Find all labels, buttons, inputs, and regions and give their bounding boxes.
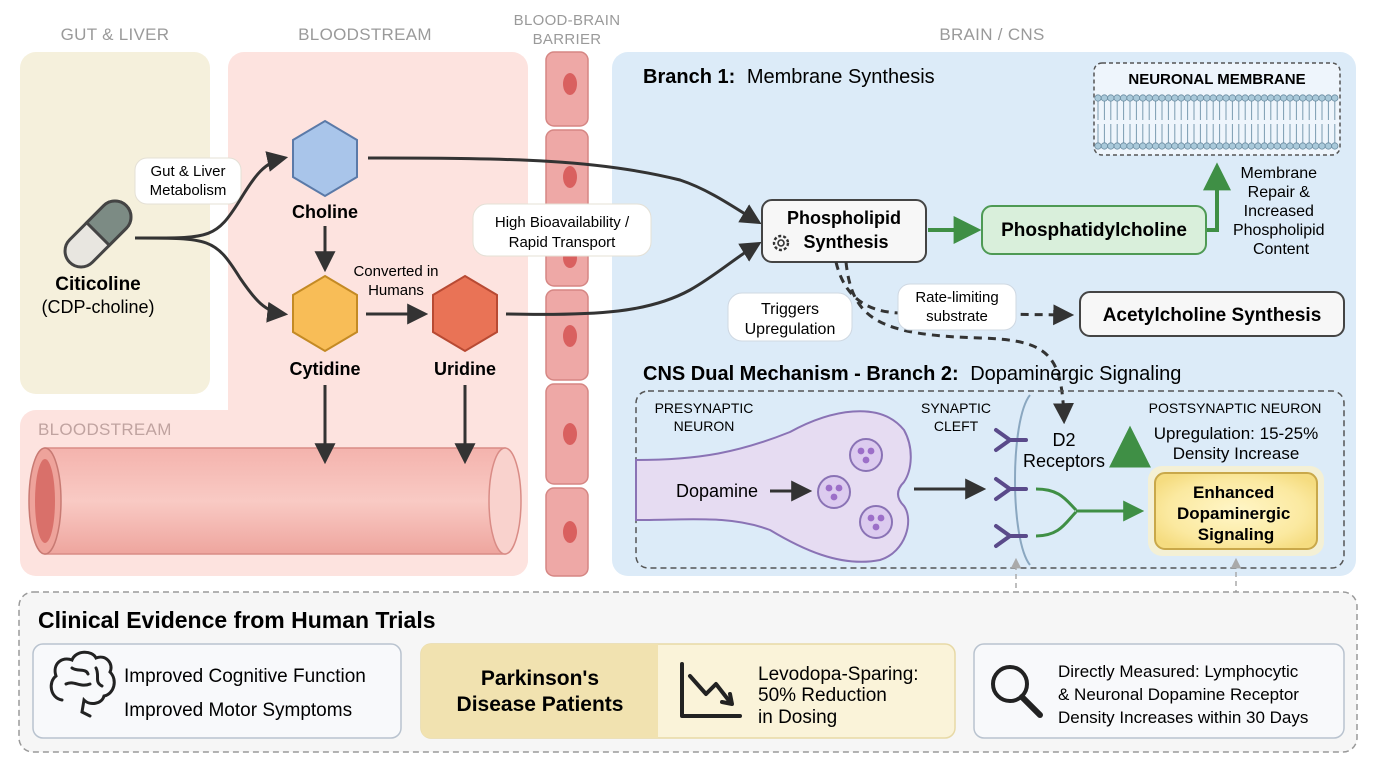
- phospholipid-synthesis-box: [761, 199, 927, 263]
- branch2-title: CNS Dual Mechanism - Branch 2: Dopaminer…: [643, 363, 1181, 385]
- parkinsons-highlight: [421, 644, 658, 738]
- measured-card: [973, 643, 1345, 739]
- arrow-to-membrane: [1203, 162, 1231, 232]
- branch1-title-bold: Branch 1:: [643, 66, 735, 88]
- d2-receptor-icons: [994, 428, 1028, 548]
- synaptic-cleft-label: CLEFT: [934, 418, 979, 434]
- brain-icon: [49, 650, 116, 718]
- phosphatidylcholine-box: [981, 205, 1207, 255]
- outcomes-card: [32, 643, 402, 739]
- acetylcholine-box: [1079, 291, 1345, 337]
- zone-label-bbb: BARRIER: [533, 31, 602, 48]
- branch2-title-rest: Dopaminergic Signaling: [970, 363, 1181, 385]
- presynaptic-label: PRESYNAPTIC: [655, 400, 754, 416]
- gut-metabolism-badge: [134, 157, 242, 205]
- measured-text: Directly Measured: Lymphocytic & Neurona…: [1058, 662, 1308, 727]
- cytidine-hexagon: [292, 274, 358, 353]
- bloodstream-arrows: [134, 151, 762, 465]
- zone-label-brain: BRAIN / CNS: [939, 25, 1044, 44]
- transport-badge: [472, 203, 652, 257]
- zone-label-bbb: BLOOD-BRAIN: [514, 12, 621, 29]
- converted-label: Converted in: [353, 263, 438, 280]
- transport-label: Rapid Transport: [509, 234, 617, 251]
- presynaptic-label: NEURON: [674, 418, 735, 434]
- membrane-repair-text: Membrane Repair & Increased Phospholipid…: [1233, 165, 1329, 258]
- zone-label-gut-liver: GUT & LIVER: [61, 25, 170, 44]
- triggers-label: Triggers: [761, 301, 819, 318]
- enhanced-signaling-box: [1154, 472, 1318, 550]
- branch1-title-rest: Membrane Synthesis: [747, 66, 935, 88]
- uridine-hexagon: [432, 274, 498, 353]
- gut-metabolism-label: Gut & Liver: [150, 163, 225, 180]
- clinical-evidence-title: Clinical Evidence from Human Trials: [38, 607, 436, 633]
- neuronal-membrane: [1093, 62, 1341, 156]
- rate-limiting-badge: [897, 283, 1017, 331]
- postsynaptic-label: POSTSYNAPTIC NEURON: [1149, 400, 1322, 416]
- cytidine-label: Cytidine: [289, 359, 360, 379]
- outcome-cognitive: Improved Cognitive Function: [124, 666, 366, 687]
- outcome-motor: Improved Motor Symptoms: [124, 700, 352, 721]
- capsule-icon: [63, 199, 133, 269]
- phosphatidylcholine-label: Phosphatidylcholine: [1001, 220, 1187, 241]
- upregulation-label: Upregulation: 15-25%: [1154, 424, 1318, 443]
- postsynaptic-membrane: [1014, 394, 1031, 566]
- dopamine-label: Dopamine: [676, 481, 758, 501]
- citicoline-name: Citicoline: [55, 274, 141, 295]
- blood-brain-barrier: [545, 51, 589, 577]
- citicoline-alias: (CDP-choline): [41, 297, 154, 317]
- choline-hexagon: [292, 119, 358, 198]
- branch1-title: Branch 1: Membrane Synthesis: [643, 66, 935, 88]
- choline-label: Choline: [292, 202, 358, 222]
- levodopa-text: Levodopa-Sparing: 50% Reduction in Dosin…: [758, 664, 924, 728]
- d2-receptors-label: Receptors: [1023, 451, 1105, 471]
- phospholipid-label: Phospholipid: [787, 208, 901, 228]
- presynaptic-neuron: [635, 410, 912, 563]
- zone-label-bloodstream-lower: BLOODSTREAM: [38, 420, 172, 439]
- parkinsons-label: Disease Patients: [457, 693, 624, 716]
- parkinsons-label: Parkinson's: [481, 667, 599, 690]
- converted-label: Humans: [368, 282, 424, 299]
- synthesis-label: Synthesis: [803, 232, 888, 252]
- blood-vessel: [28, 447, 522, 555]
- d2-receptors-label: D2: [1052, 430, 1075, 450]
- magnifier-icon: [991, 665, 1043, 718]
- rate-limiting-label: substrate: [926, 308, 988, 325]
- upregulation-label: Density Increase: [1173, 444, 1300, 463]
- branch2-title-bold: CNS Dual Mechanism - Branch 2:: [643, 363, 959, 385]
- uridine-label: Uridine: [434, 359, 496, 379]
- transport-label: High Bioavailability /: [495, 214, 630, 231]
- acetylcholine-label: Acetylcholine Synthesis: [1103, 305, 1322, 326]
- rate-limiting-label: Rate-limiting: [915, 289, 998, 306]
- triggers-label: Upregulation: [745, 321, 836, 338]
- membrane-label: NEURONAL MEMBRANE: [1128, 71, 1305, 88]
- trend-down-icon: [680, 662, 742, 718]
- synaptic-cleft-label: SYNAPTIC: [921, 400, 991, 416]
- dopamine-vesicles: [817, 438, 893, 539]
- gear-icon: [772, 234, 790, 252]
- signal-merge-arrows: [1035, 487, 1145, 538]
- enhanced-signaling-label: Enhanced Dopaminergic Signaling: [1177, 483, 1295, 544]
- triggers-badge: [727, 292, 853, 342]
- zone-label-bloodstream: BLOODSTREAM: [298, 25, 432, 44]
- gut-metabolism-label: Metabolism: [150, 182, 227, 199]
